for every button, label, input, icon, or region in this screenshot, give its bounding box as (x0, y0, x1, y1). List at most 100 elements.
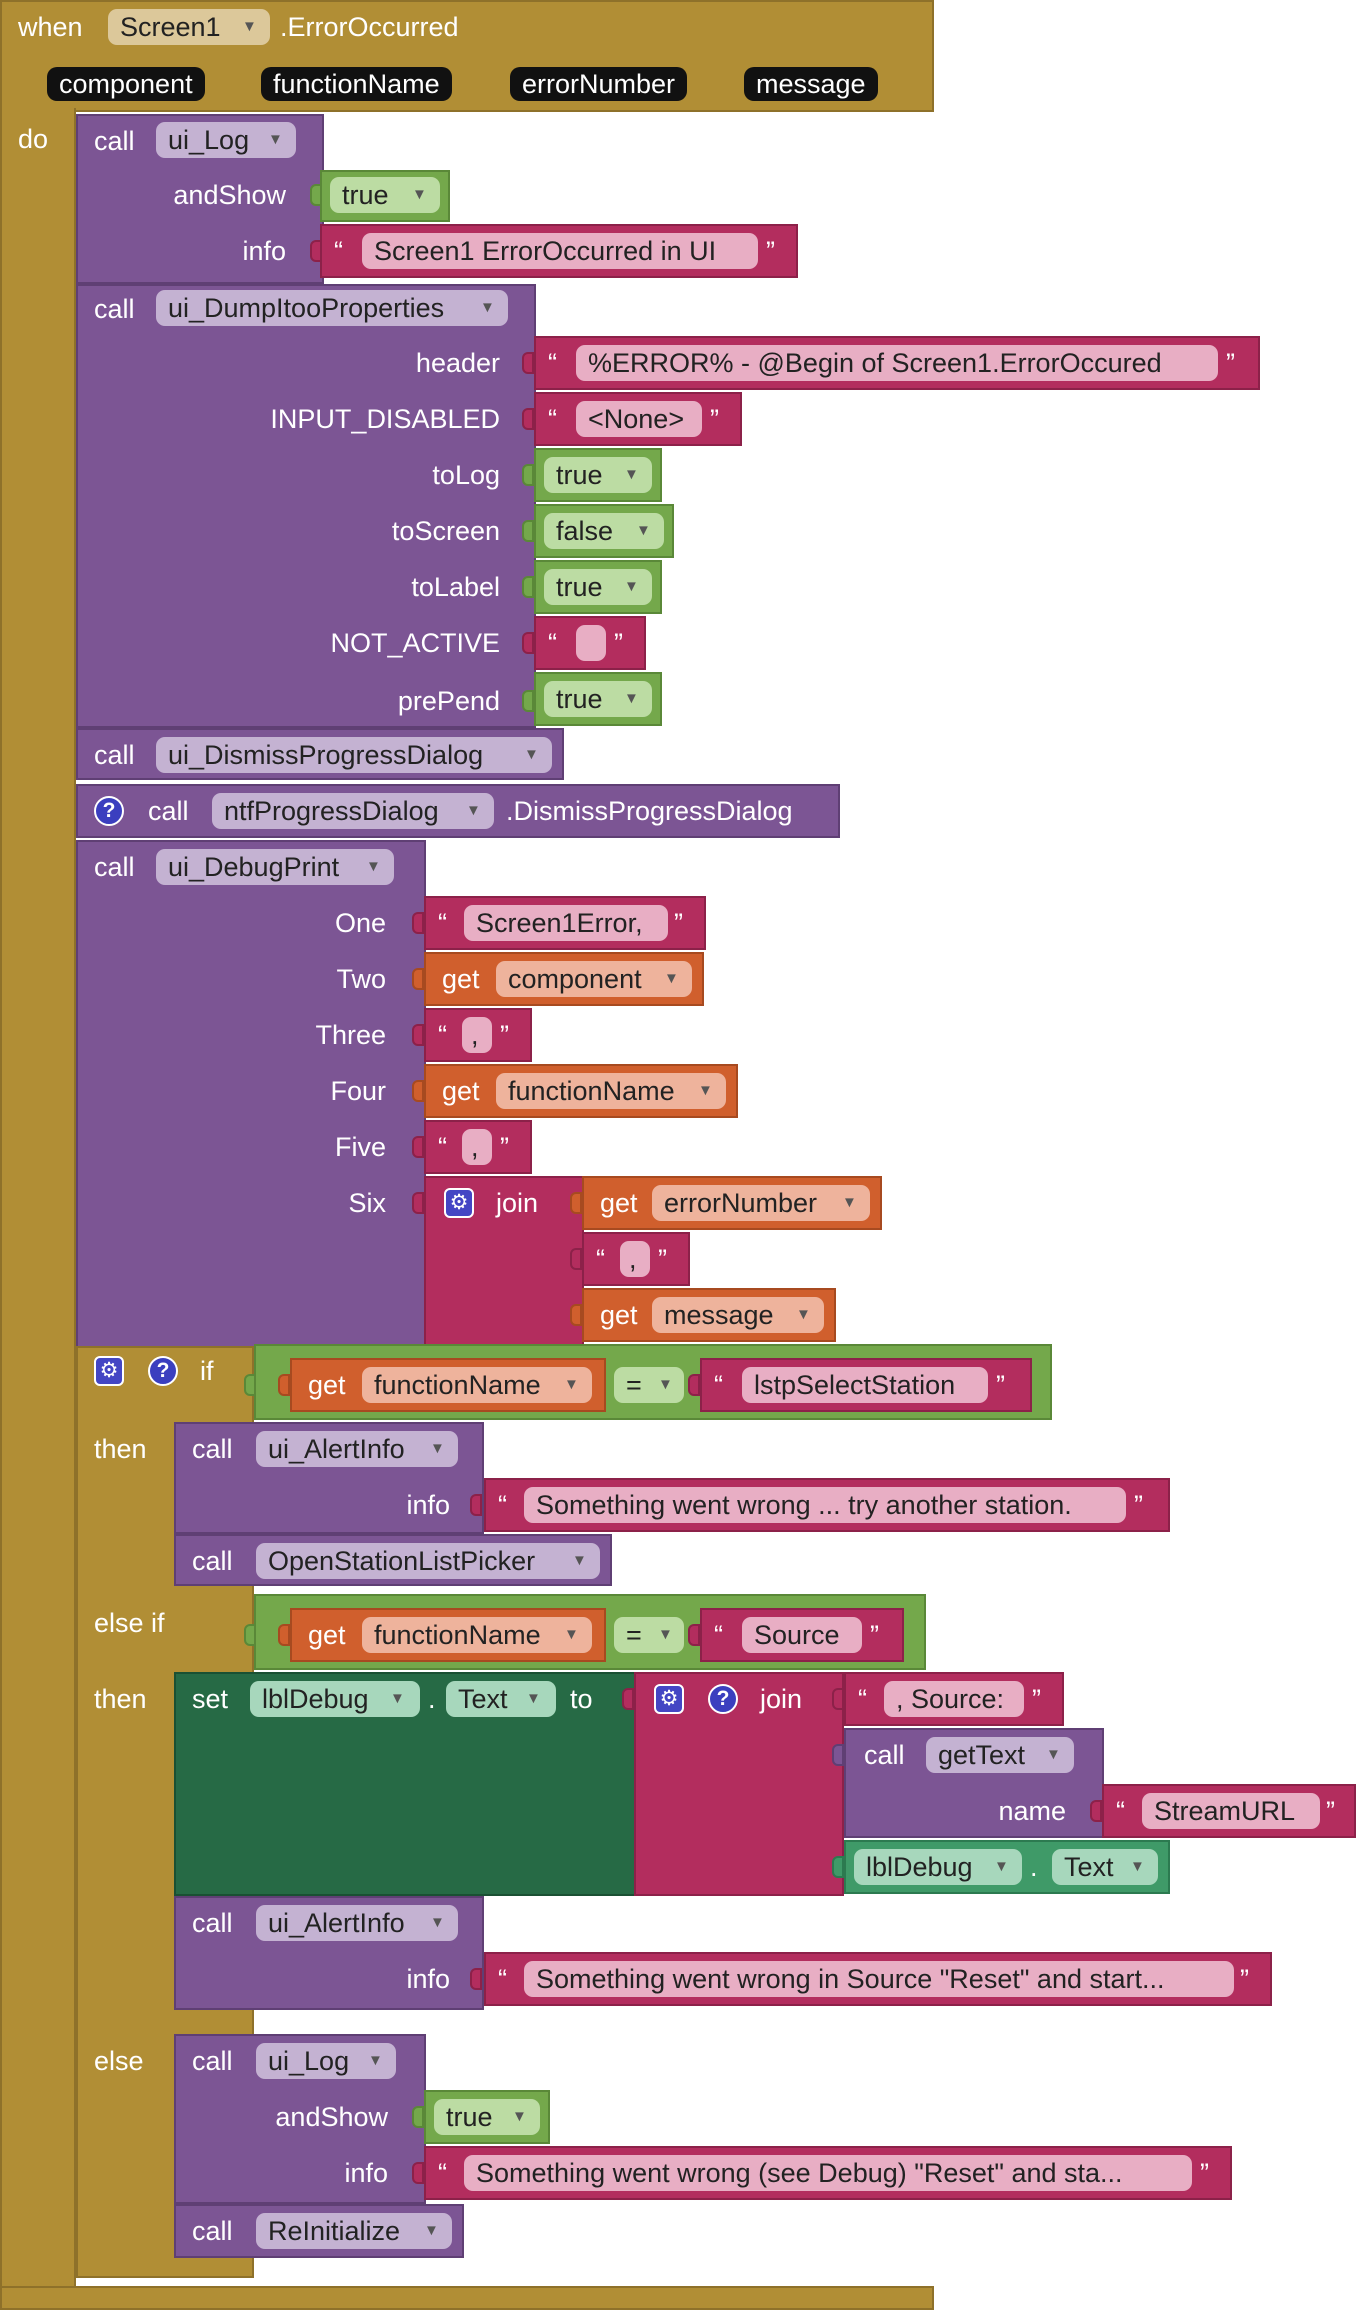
variable-dropdown[interactable]: component ▼ (496, 961, 692, 997)
chevron-down-icon: ▼ (796, 1306, 811, 1323)
text-value: Something went wrong ... try another sta… (536, 1490, 1072, 1520)
dismiss-dropdown[interactable]: ui_DismissProgressDialog ▼ (156, 737, 552, 773)
text-value: , (471, 1132, 479, 1162)
text-field[interactable]: %ERROR% - @Begin of Screen1.ErrorOccured (576, 345, 1218, 381)
call-label: call (94, 740, 135, 770)
boolean-dropdown[interactable]: true ▼ (544, 569, 652, 605)
lbldebug-dropdown[interactable]: lblDebug ▼ (250, 1681, 420, 1717)
boolean-dropdown[interactable]: true ▼ (544, 681, 652, 717)
operator-dropdown[interactable]: = ▼ (614, 1617, 684, 1653)
reinitialize-dropdown[interactable]: ReInitialize ▼ (256, 2213, 452, 2249)
if-label: if (200, 1356, 214, 1386)
do-label: do (18, 124, 49, 154)
call-ui-dump-block[interactable] (76, 284, 536, 728)
gettext-dropdown[interactable]: getText ▼ (926, 1737, 1074, 1773)
socket (688, 1624, 700, 1646)
set-label: set (192, 1684, 229, 1714)
text-field[interactable]: Something went wrong in Source "Reset" a… (524, 1961, 1234, 1997)
boolean-dropdown[interactable]: true ▼ (434, 2099, 540, 2135)
socket (522, 352, 534, 374)
text-field[interactable] (576, 625, 606, 661)
text-field[interactable]: Something went wrong ... try another sta… (524, 1487, 1126, 1523)
text-field[interactable]: Something went wrong (see Debug) "Reset"… (464, 2155, 1192, 2191)
text-field[interactable]: Screen1 ErrorOccurred in UI (362, 233, 758, 269)
alertinfo-dropdown[interactable]: ui_AlertInfo ▼ (256, 1905, 458, 1941)
boolean-value: false (556, 516, 614, 546)
alertinfo-dropdown[interactable]: ui_AlertInfo ▼ (256, 1431, 458, 1467)
param-errorNumber[interactable]: errorNumber (510, 67, 688, 101)
quote-close: ” (996, 1370, 1005, 1400)
ui-log-dropdown[interactable]: ui_Log ▼ (156, 122, 296, 158)
text-field[interactable]: , Source: (884, 1681, 1024, 1717)
chevron-down-icon: ▼ (624, 578, 639, 595)
variable-name: message (664, 1300, 774, 1330)
quote-close: ” (1134, 1490, 1143, 1520)
ntf-component-dropdown[interactable]: ntfProgressDialog ▼ (212, 793, 494, 829)
ui-log-dropdown[interactable]: ui_Log ▼ (256, 2043, 396, 2079)
component-dropdown[interactable]: Screen1 ▼ (108, 9, 270, 45)
debugprint-dropdown[interactable]: ui_DebugPrint ▼ (156, 849, 394, 885)
help-icon[interactable]: ? (148, 1356, 178, 1386)
chevron-down-icon: ▼ (526, 1690, 541, 1707)
text-field[interactable]: Screen1Error, (464, 905, 668, 941)
text-field[interactable]: , (462, 1017, 492, 1053)
property-dropdown[interactable]: Text ▼ (1052, 1849, 1158, 1885)
call-label: call (192, 2216, 233, 2246)
call-label: call (192, 2046, 233, 2076)
boolean-dropdown[interactable]: true ▼ (330, 177, 440, 213)
text-field[interactable]: StreamURL (1142, 1793, 1320, 1829)
param-component[interactable]: component (47, 67, 205, 101)
boolean-dropdown[interactable]: true ▼ (544, 457, 652, 493)
prepend-label: prePend (397, 686, 500, 716)
variable-name: functionName (374, 1370, 541, 1400)
socket (412, 1192, 424, 1214)
chevron-down-icon: ▼ (368, 2052, 383, 2069)
socket (832, 1744, 844, 1766)
socket (688, 1374, 700, 1396)
operator-dropdown[interactable]: = ▼ (614, 1367, 684, 1403)
one-label: One (334, 908, 386, 938)
procedure-name: OpenStationListPicker (268, 1546, 536, 1576)
name-label: name (998, 1796, 1066, 1826)
param-functionName[interactable]: functionName (261, 67, 452, 101)
variable-dropdown[interactable]: functionName ▼ (362, 1617, 592, 1653)
info-label: info (406, 1490, 450, 1520)
else-if-label: else if (94, 1608, 165, 1638)
get-label: get (442, 964, 480, 994)
boolean-dropdown[interactable]: false ▼ (544, 513, 664, 549)
text-field[interactable]: , (462, 1129, 492, 1165)
text-field[interactable]: , (620, 1241, 650, 1277)
text-field[interactable]: lstpSelectStation (742, 1367, 988, 1403)
help-icon[interactable]: ? (94, 796, 124, 826)
param-message[interactable]: message (744, 67, 878, 101)
openstation-dropdown[interactable]: OpenStationListPicker ▼ (256, 1543, 600, 1579)
socket (522, 464, 534, 486)
call-label: call (192, 1908, 233, 1938)
six-label: Six (348, 1188, 386, 1218)
gear-icon[interactable]: ⚙ (654, 1684, 684, 1714)
variable-name: functionName (374, 1620, 541, 1650)
text-field[interactable]: Source (742, 1617, 862, 1653)
gear-icon[interactable]: ⚙ (94, 1356, 124, 1386)
get-label: get (600, 1188, 638, 1218)
gear-icon[interactable]: ⚙ (444, 1188, 474, 1218)
variable-dropdown[interactable]: functionName ▼ (362, 1367, 592, 1403)
quote-open: “ (438, 2158, 447, 2188)
chevron-down-icon: ▼ (624, 690, 639, 707)
quote-close: ” (500, 1132, 509, 1162)
text-field[interactable]: <None> (576, 401, 702, 437)
variable-dropdown[interactable]: errorNumber ▼ (652, 1185, 870, 1221)
text-value: Screen1 ErrorOccurred in UI (374, 236, 717, 266)
component-name: ntfProgressDialog (224, 796, 439, 826)
help-icon[interactable]: ? (708, 1684, 738, 1714)
header-label: header (415, 348, 500, 378)
socket (522, 520, 534, 542)
variable-dropdown[interactable]: functionName ▼ (496, 1073, 726, 1109)
quote-open: “ (334, 236, 343, 266)
property-dropdown[interactable]: Text ▼ (446, 1681, 556, 1717)
lbldebug-dropdown[interactable]: lblDebug ▼ (854, 1849, 1022, 1885)
socket (832, 1856, 844, 1878)
variable-dropdown[interactable]: message ▼ (652, 1297, 824, 1333)
ui-dump-dropdown[interactable]: ui_DumpItooProperties ▼ (156, 290, 508, 326)
quote-close: ” (500, 1020, 509, 1050)
